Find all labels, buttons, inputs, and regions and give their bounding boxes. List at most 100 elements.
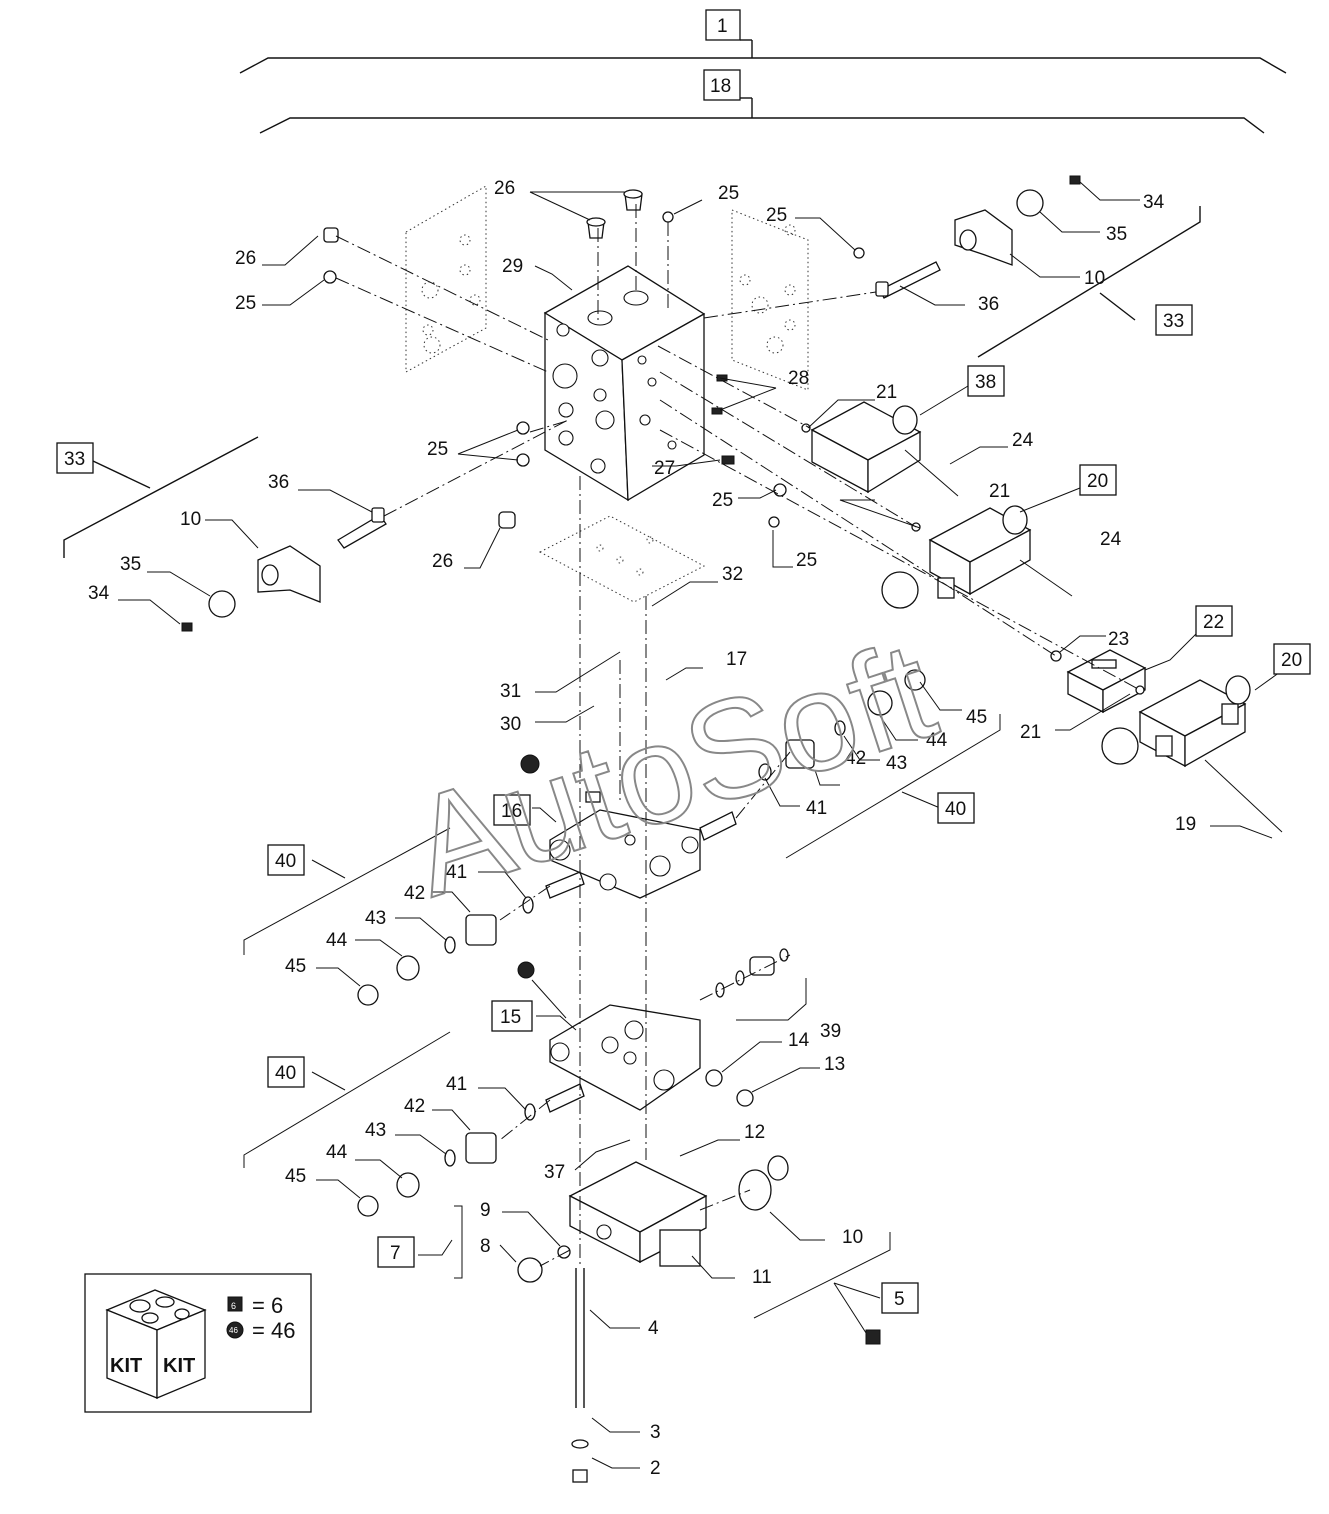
callout-16: 16 bbox=[501, 801, 522, 822]
callout-33-left: 33 bbox=[64, 449, 85, 470]
callout-18: 18 bbox=[710, 76, 731, 97]
callout-44-right: 44 bbox=[926, 730, 948, 751]
callout-39: 39 bbox=[820, 1021, 841, 1042]
callout-44-mid: 44 bbox=[326, 930, 348, 951]
callout-35-left: 35 bbox=[120, 554, 141, 575]
solenoid-valve-36-left bbox=[181, 507, 387, 632]
callout-31: 31 bbox=[500, 681, 521, 702]
boxed-callout-16: 16 bbox=[493, 794, 531, 826]
callout-17: 17 bbox=[726, 649, 747, 670]
boxed-callout-40-right: 40 bbox=[937, 792, 975, 824]
callout-40-mid: 40 bbox=[275, 851, 296, 872]
assembly-axis-lines bbox=[335, 204, 1141, 1268]
callout-21-b: 21 bbox=[989, 481, 1010, 502]
kit-legend: KIT KIT 6 = 6 46 = 46 bbox=[84, 1273, 312, 1413]
callout-25-top-right: 25 bbox=[766, 205, 787, 226]
callout-7: 7 bbox=[390, 1243, 401, 1264]
callout-40-low: 40 bbox=[275, 1063, 296, 1084]
callout-12: 12 bbox=[744, 1122, 765, 1143]
callout-19: 19 bbox=[1175, 814, 1196, 835]
callout-41-right: 41 bbox=[806, 798, 827, 819]
callout-43-mid: 43 bbox=[365, 908, 386, 929]
callout-21-a: 21 bbox=[876, 382, 897, 403]
kit-circle-value: = 46 bbox=[252, 1318, 295, 1343]
valve-section-15 bbox=[517, 961, 701, 1113]
kit-label-left: KIT bbox=[110, 1355, 142, 1377]
kit-circle-marker bbox=[226, 1321, 244, 1339]
kit-label-right: KIT bbox=[163, 1355, 195, 1377]
assembly-bracket-18: 18 bbox=[259, 69, 1265, 134]
callout-42-mid: 42 bbox=[404, 883, 425, 904]
kit-square-marker bbox=[227, 1296, 243, 1312]
solenoid-valve-20-upper bbox=[881, 505, 1073, 609]
callout-43-right: 43 bbox=[886, 753, 907, 774]
callout-40-right: 40 bbox=[945, 799, 966, 820]
callout-24-b: 24 bbox=[1100, 529, 1122, 550]
group-bracket-33-left: 33 bbox=[56, 436, 259, 558]
callout-10-bottom: 10 bbox=[842, 1227, 863, 1248]
kit-circle-marker-label: 46 bbox=[229, 1326, 238, 1335]
callout-23: 23 bbox=[1108, 629, 1129, 650]
callout-9: 9 bbox=[480, 1200, 491, 1221]
callout-1: 1 bbox=[717, 16, 728, 37]
boxed-callout-20-a: 20 bbox=[1079, 464, 1117, 496]
callout-24-a: 24 bbox=[1012, 430, 1034, 451]
boxed-callout-22: 22 bbox=[1195, 605, 1233, 637]
fitting-26-top bbox=[586, 189, 865, 259]
valve-section-7 bbox=[517, 1155, 789, 1283]
callout-21-c: 21 bbox=[1020, 722, 1041, 743]
callout-36-left: 36 bbox=[268, 472, 289, 493]
callout-34-left: 34 bbox=[88, 583, 110, 604]
callout-37: 37 bbox=[544, 1162, 565, 1183]
callout-38: 38 bbox=[975, 372, 996, 393]
callout-26-top: 26 bbox=[494, 178, 515, 199]
kit-square-value: = 6 bbox=[252, 1293, 283, 1318]
callout-25-top: 25 bbox=[718, 183, 739, 204]
callout-3: 3 bbox=[650, 1422, 661, 1443]
gasket-plate-bottom bbox=[538, 515, 706, 603]
callout-33-right: 33 bbox=[1163, 311, 1184, 332]
callout-44-low: 44 bbox=[326, 1142, 348, 1163]
callout-34-top: 34 bbox=[1143, 192, 1165, 213]
boxed-callout-15: 15 bbox=[491, 1000, 533, 1032]
callout-41-mid: 41 bbox=[446, 862, 467, 883]
callout-11: 11 bbox=[752, 1267, 772, 1288]
callout-20-a: 20 bbox=[1087, 471, 1108, 492]
callout-15: 15 bbox=[500, 1007, 521, 1028]
callout-4: 4 bbox=[648, 1318, 659, 1339]
gasket-plate-left bbox=[405, 185, 487, 373]
check-valve-39 bbox=[705, 948, 789, 1107]
boxed-callout-20-b: 20 bbox=[1273, 643, 1311, 675]
callout-26-b: 26 bbox=[432, 551, 453, 572]
callout-26-left: 26 bbox=[235, 248, 256, 269]
callout-5: 5 bbox=[894, 1289, 905, 1310]
valve-block-22 bbox=[1050, 649, 1147, 714]
callout-8: 8 bbox=[480, 1236, 491, 1257]
kit-box-icon: KIT KIT bbox=[105, 1289, 207, 1399]
callout-25-c: 25 bbox=[712, 490, 733, 511]
callout-27: 27 bbox=[654, 458, 675, 479]
coil-group-mid bbox=[357, 896, 534, 1006]
valve-section-16 bbox=[545, 791, 737, 899]
callout-20-b: 20 bbox=[1281, 650, 1302, 671]
callout-22: 22 bbox=[1203, 612, 1224, 633]
boxed-callout-40-mid: 40 bbox=[267, 844, 305, 876]
solenoid-valve-36-right bbox=[875, 175, 1081, 299]
callout-36-top: 36 bbox=[978, 294, 999, 315]
callout-10-top: 10 bbox=[1084, 268, 1105, 289]
leader-lines bbox=[118, 181, 1281, 1469]
assembly-bracket-1: 1 bbox=[239, 9, 1287, 74]
solenoid-valve-38 bbox=[801, 401, 959, 497]
callout-13: 13 bbox=[824, 1054, 845, 1075]
callout-14: 14 bbox=[788, 1030, 810, 1051]
callout-45-mid: 45 bbox=[285, 956, 306, 977]
boxed-callout-40-low: 40 bbox=[267, 1056, 305, 1088]
callout-42-right: 42 bbox=[845, 748, 866, 769]
callout-42-low: 42 bbox=[404, 1096, 425, 1117]
callout-28: 28 bbox=[788, 368, 809, 389]
callout-41-low: 41 bbox=[446, 1074, 467, 1095]
callout-10-left: 10 bbox=[180, 509, 201, 530]
coil-group-low bbox=[357, 1103, 536, 1217]
